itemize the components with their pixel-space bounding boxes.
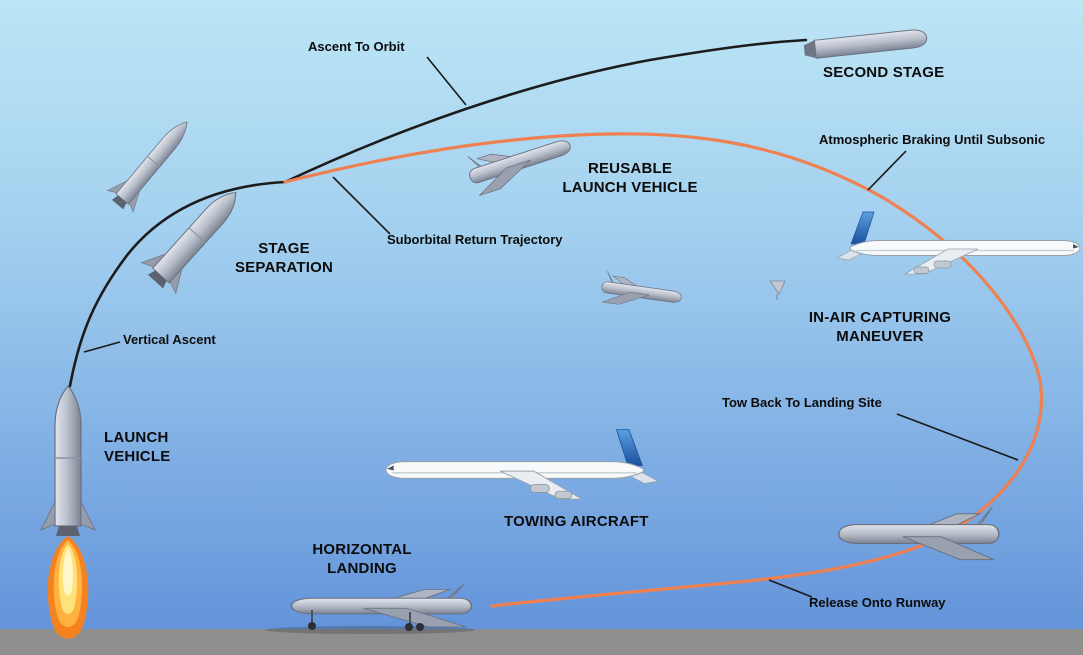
label-tow-back: Tow Back To Landing Site [722, 395, 882, 410]
exhaust-flame-icon [47, 536, 89, 639]
leader-suborbital-return [332, 176, 391, 235]
label-vertical-ascent: Vertical Ascent [123, 332, 216, 347]
capture-device-icon [769, 280, 786, 300]
leader-vertical-ascent [83, 341, 121, 353]
landing-rlv-icon [290, 583, 473, 628]
landing-gear-icon [308, 610, 424, 631]
ascending-rocket-icon [104, 110, 201, 216]
label-towing-aircraft: TOWING AIRCRAFT [504, 513, 649, 530]
ascent-trajectory-path [68, 38, 808, 388]
label-launch-vehicle: LAUNCH VEHICLE [104, 429, 171, 465]
label-release-onto-runway: Release Onto Runway [809, 595, 946, 610]
label-atmospheric-braking: Atmospheric Braking Until Subsonic [819, 132, 1046, 147]
label-stage-separation: STAGE SEPARATION [234, 240, 334, 276]
towing-aircraft-icon [385, 429, 659, 500]
leader-atmospheric-braking [867, 150, 907, 191]
ground-strip [0, 629, 1083, 655]
label-second-stage: SECOND STAGE [823, 64, 945, 81]
return-trajectory-path [283, 132, 1043, 608]
leader-tow-back [896, 413, 1019, 461]
label-horizontal-landing: HORIZONTAL LANDING [312, 541, 412, 577]
towed-rlv-icon [838, 506, 1000, 561]
second-stage-icon [802, 28, 929, 60]
launch-vehicle-rocket-icon [40, 385, 96, 537]
leader-release-onto-runway [768, 579, 813, 598]
separating-booster-icon [137, 176, 254, 298]
label-suborbital-return: Suborbital Return Trajectory [387, 232, 563, 247]
leader-ascent-to-orbit [426, 56, 467, 106]
label-reusable-launch-vehicle: REUSABLE LAUNCH VEHICLE [562, 160, 698, 196]
capture-aircraft-icon [836, 211, 1081, 275]
label-ascent-to-orbit: Ascent To Orbit [308, 39, 405, 54]
descending-rlv-icon [599, 270, 684, 314]
label-in-air-capturing: IN-AIR CAPTURING MANEUVER [808, 309, 952, 345]
